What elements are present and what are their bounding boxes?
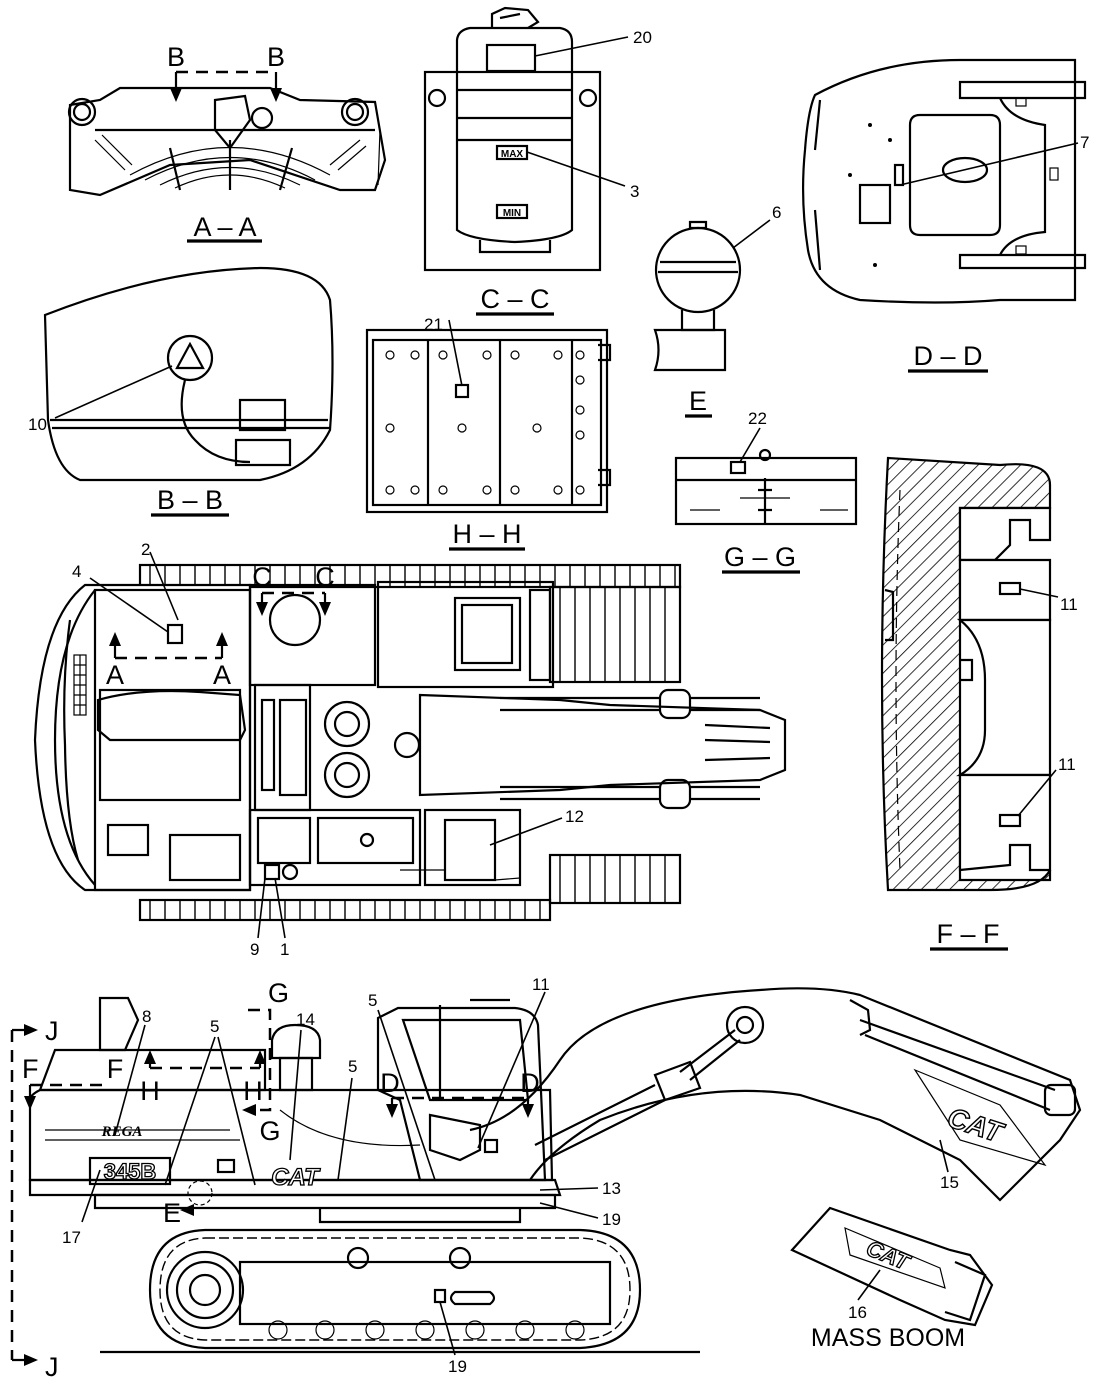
callout-1: 1 [280, 940, 289, 959]
cut-marker-f-side: F [22, 1054, 39, 1084]
callout-17: 17 [62, 1228, 81, 1247]
callout-5-b: 5 [348, 1057, 357, 1076]
callout-11-b: 11 [1058, 755, 1076, 774]
view-c-c: MAX MIN C – C 20 3 [423, 6, 652, 316]
track-top [138, 563, 682, 684]
min-level-decal: MIN [503, 208, 521, 219]
cut-marker-j-bottom: J [45, 1352, 59, 1382]
plan-view: A A C C [33, 540, 787, 959]
section-label-e: E [689, 386, 707, 416]
mass-boom-caption: MASS BOOM [811, 1324, 965, 1352]
callout-9: 9 [250, 940, 259, 959]
cut-marker-e-side: E [163, 1198, 181, 1228]
callout-21: 21 [424, 315, 443, 334]
callout-5-c: 5 [368, 991, 377, 1010]
callout-11-c: 11 [532, 975, 550, 994]
cut-marker-h-left: H [140, 1076, 160, 1106]
callout-19-a: 19 [602, 1210, 621, 1229]
view-a-a: A – A B B [67, 42, 387, 243]
section-label-a-a: A – A [193, 212, 256, 242]
callout-14: 14 [296, 1010, 315, 1029]
cat-decal-boom: CAT [944, 1102, 1009, 1150]
cut-marker-g-side: G [259, 1116, 280, 1146]
cut-marker-c-right: C [315, 562, 335, 592]
section-label-g-g: G – G [724, 542, 796, 572]
cut-marker-f-upper: F [107, 1054, 124, 1084]
cut-marker-c-left: C [252, 562, 272, 592]
grille [73, 654, 87, 716]
cat-decal-mass-boom: CAT [863, 1235, 914, 1275]
side-view: J J F 345B REGA CAT H H F G G [10, 975, 1082, 1382]
callout-20: 20 [633, 28, 652, 47]
view-h-h: 21 H – H [365, 315, 612, 551]
callout-8: 8 [142, 1007, 151, 1026]
callout-19-b: 19 [448, 1357, 467, 1376]
callout-7: 7 [1080, 133, 1089, 152]
cut-marker-d-right: D [520, 1068, 540, 1098]
track-rollers [268, 1320, 585, 1340]
callout-10: 10 [28, 415, 47, 434]
callout-2: 2 [141, 540, 150, 559]
callout-4: 4 [72, 562, 81, 581]
cut-marker-d-left: D [380, 1068, 400, 1098]
callout-22: 22 [748, 409, 767, 428]
track-bottom [138, 853, 682, 922]
section-label-h-h: H – H [452, 519, 521, 549]
callout-6: 6 [772, 203, 781, 222]
cut-marker-h-right: H [243, 1076, 263, 1106]
view-g-g: 22 G – G [674, 409, 858, 574]
callout-12: 12 [565, 807, 584, 826]
max-level-decal: MAX [501, 149, 524, 160]
cut-marker-b-right: B [267, 42, 285, 72]
callout-11-a: 11 [1060, 595, 1078, 614]
view-e: 6 E [653, 203, 781, 418]
series-decal: REGA [101, 1124, 143, 1140]
cut-marker-a-left: A [106, 660, 124, 690]
cut-marker-b-left: B [167, 42, 185, 72]
view-b-b: 10 B – B [28, 266, 334, 517]
mass-boom-view: CAT 16 MASS BOOM [790, 1206, 994, 1352]
section-label-d-d: D – D [913, 341, 982, 371]
callout-5-a: 5 [210, 1017, 219, 1036]
section-label-b-b: B – B [157, 485, 223, 515]
panel-bolts [385, 350, 585, 495]
section-label-c-c: C – C [480, 284, 549, 314]
cut-marker-g-top: G [268, 978, 289, 1008]
callout-15: 15 [940, 1173, 959, 1192]
cut-marker-j-top: J [45, 1016, 59, 1046]
callout-16: 16 [848, 1303, 867, 1322]
model-decal: 345B [104, 1159, 157, 1184]
cut-marker-a-right: A [213, 660, 231, 690]
callout-3: 3 [630, 182, 639, 201]
view-d-d: 7 D – D [801, 58, 1089, 373]
callout-13: 13 [602, 1179, 621, 1198]
view-f-f: 11 11 F – F [880, 456, 1078, 951]
section-label-f-f: F – F [936, 919, 999, 949]
cat-decal-body: CAT [271, 1164, 321, 1191]
